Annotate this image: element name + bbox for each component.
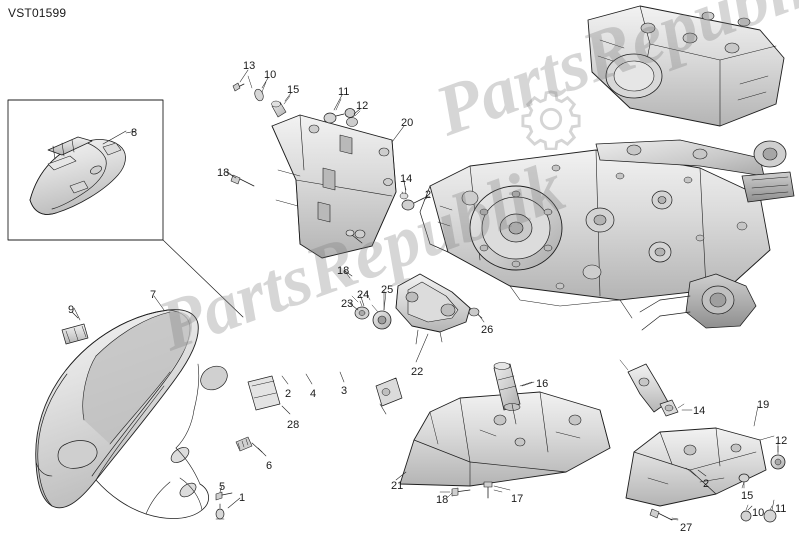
part-label: 26 [481, 324, 494, 336]
fastener-group-11-12 [323, 98, 361, 124]
part-label: 27 [680, 522, 693, 534]
lower-bracket-21 [399, 391, 611, 487]
part-label: 17 [511, 493, 524, 505]
part-label: 18 [436, 494, 449, 506]
part-label: 28 [287, 419, 300, 431]
part-label: 4 [310, 388, 317, 400]
engine-assembly [419, 5, 795, 331]
part-label: 18 [217, 167, 230, 179]
part-label: 19 [757, 399, 770, 411]
front-mudguard [35, 309, 281, 519]
part-label: 20 [401, 117, 414, 129]
fastener-group-14-2 [399, 181, 431, 211]
part-label: 11 [775, 503, 787, 515]
part-label: 8 [131, 127, 138, 139]
part-label: 12 [775, 435, 788, 447]
part-label: 7 [150, 289, 157, 301]
part-label: 22 [411, 366, 424, 378]
part-label: 11 [338, 86, 350, 98]
fastener-cluster-18-23-24-25 [344, 229, 392, 330]
part-label: 2 [425, 189, 432, 201]
part-label: 10 [752, 507, 765, 519]
part-label: 15 [287, 84, 300, 96]
part-label: 3 [341, 385, 348, 397]
part-label: 5 [219, 481, 226, 493]
part-label: 2 [285, 388, 292, 400]
right-bracket-19 [625, 427, 775, 507]
fastener-group-right [649, 445, 786, 523]
part-label: 15 [741, 490, 754, 502]
screw-group-17-18 [447, 481, 503, 499]
suspension-link-22 [395, 273, 483, 345]
part-label: 25 [381, 284, 394, 296]
part-label: 18 [337, 265, 350, 277]
fastener-group-13-10-15 [232, 75, 291, 118]
screw-18-left [227, 171, 255, 187]
leader-lines [73, 69, 779, 521]
part-label: 16 [536, 378, 549, 390]
part-label: 9 [68, 304, 75, 316]
upper-bracket-20 [271, 114, 397, 259]
screw-6 [235, 436, 263, 453]
bracket-14-right [619, 359, 685, 417]
bracket-tab-left [375, 377, 403, 415]
part-label: 21 [391, 480, 404, 492]
part-label: 23 [341, 298, 354, 310]
part-label: 1 [239, 492, 246, 504]
part-label: 12 [356, 100, 369, 112]
bracket-9 [61, 311, 89, 345]
cylinder-part-16 [493, 362, 533, 425]
part-label: 14 [400, 173, 413, 185]
part-label: 2 [703, 478, 710, 490]
part-label: 24 [357, 289, 370, 301]
drawing-code: VST01599 [8, 6, 67, 20]
part-label: 14 [693, 405, 706, 417]
part-label: 6 [266, 460, 273, 472]
detail-inset-box [7, 99, 244, 318]
part-label: 10 [264, 69, 277, 81]
screw-group-1-5 [215, 491, 233, 520]
part-label: 13 [243, 60, 256, 72]
